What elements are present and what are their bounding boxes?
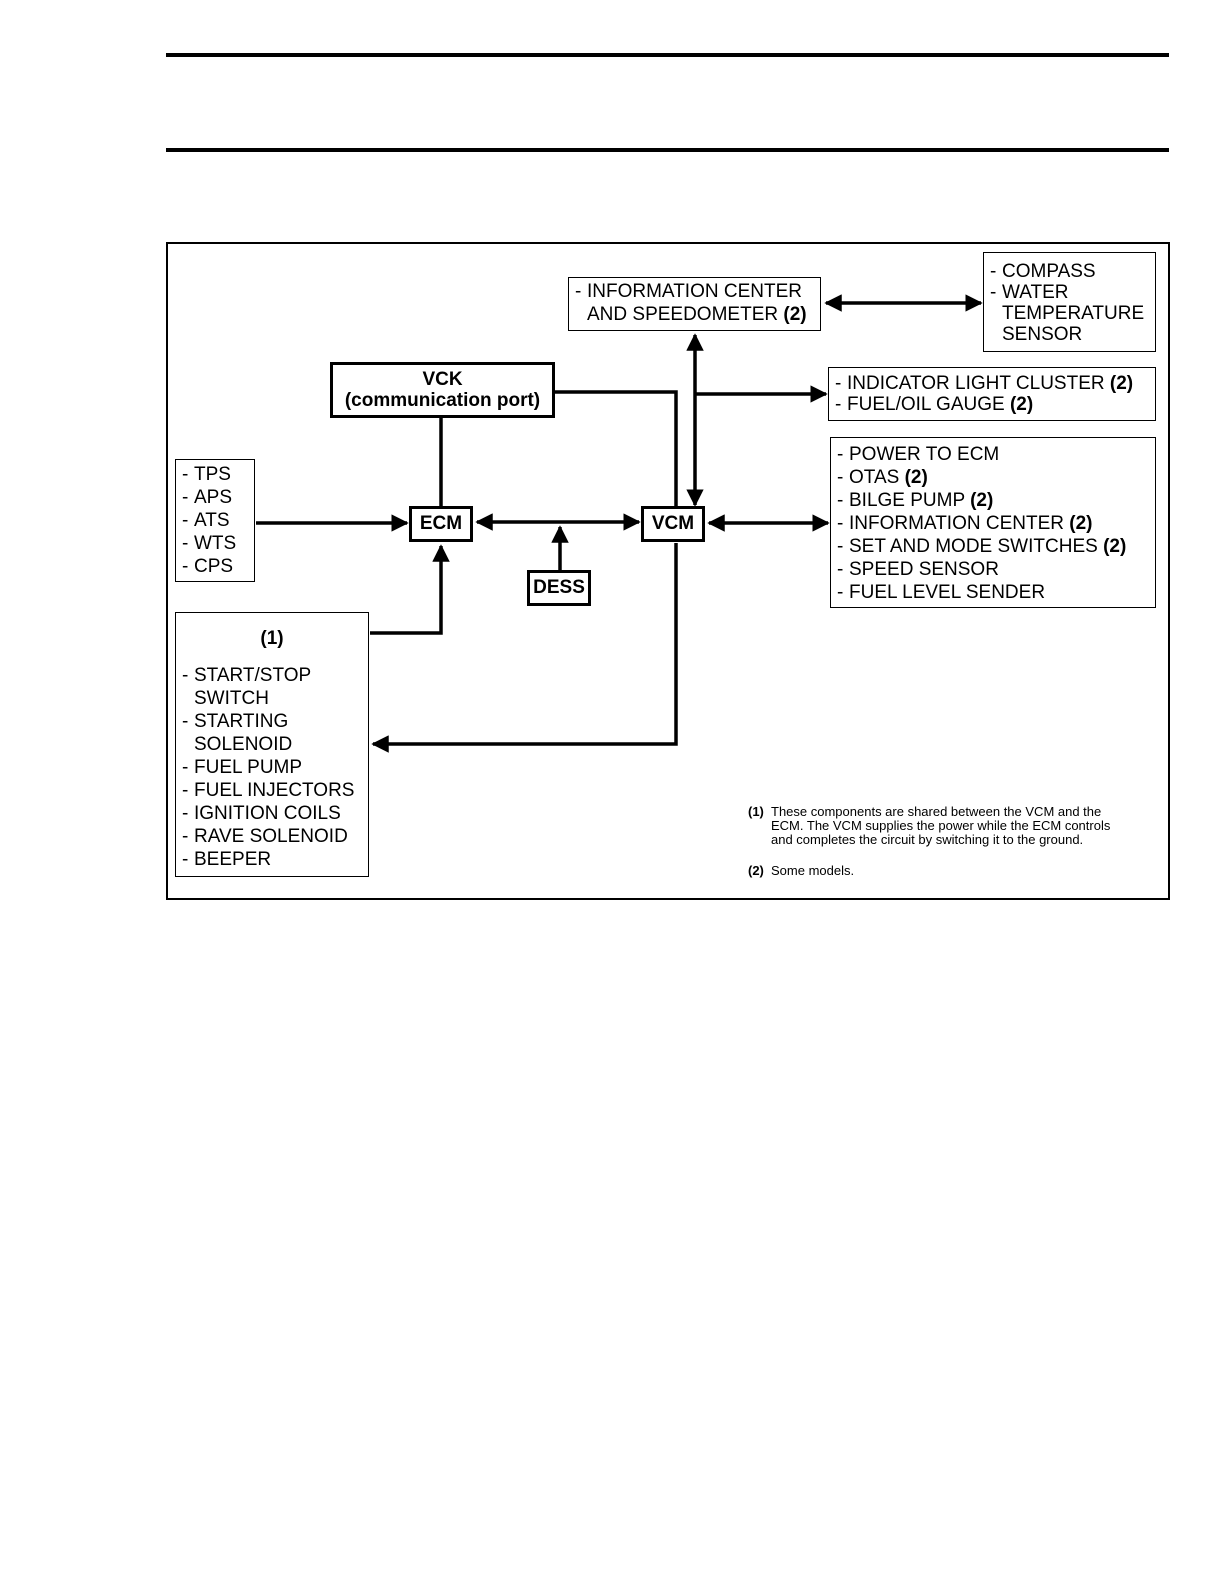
- water-label: WATER: [1002, 282, 1069, 303]
- shared-item: BEEPER: [194, 849, 272, 870]
- output-item: OTAS: [849, 467, 900, 488]
- note-ref: (2): [783, 304, 807, 325]
- vck-label: VCK: [422, 369, 463, 390]
- indicator-label: INDICATOR LIGHT CLUSTER: [847, 373, 1105, 394]
- shared-item: RAVE SOLENOID: [194, 826, 348, 847]
- shared-components-box: (1) -START/STOP SWITCH -STARTING SOLENOI…: [175, 612, 369, 877]
- sensor-item: WTS: [194, 533, 237, 554]
- note-ref: (2): [1009, 394, 1034, 415]
- info-center-box: -INFORMATION CENTER AND SPEEDOMETER (2): [568, 277, 821, 331]
- compass-box: -COMPASS -WATER TEMPERATURE SENSOR: [983, 252, 1156, 352]
- line-vck-vcm: [554, 390, 678, 507]
- ecm-label: ECM: [419, 513, 463, 534]
- note-ref: (2): [970, 490, 994, 511]
- arrow-vcm-shared: [371, 543, 678, 753]
- shared-item: FUEL INJECTORS: [194, 780, 355, 801]
- shared-item: STARTING: [194, 711, 289, 732]
- footnote-number: (2): [748, 863, 764, 878]
- vck-sublabel: (communication port): [344, 390, 541, 411]
- footnote-line: ECM. The VCM supplies the power while th…: [771, 818, 1111, 833]
- output-item: POWER TO ECM: [849, 444, 1000, 465]
- speedometer-label: AND SPEEDOMETER: [587, 304, 779, 325]
- top-rule: [166, 53, 1169, 57]
- shared-item-cont: SWITCH: [194, 688, 269, 709]
- shared-item: FUEL PUMP: [194, 757, 303, 778]
- arrow-shared-ecm: [370, 544, 450, 635]
- diagram-frame: [166, 242, 1170, 900]
- output-item: INFORMATION CENTER: [849, 513, 1064, 534]
- dess-label: DESS: [533, 577, 585, 598]
- dess-box: DESS: [527, 570, 591, 606]
- shared-item: IGNITION COILS: [194, 803, 341, 824]
- sensor-item: APS: [194, 487, 233, 508]
- sensor-item: CPS: [194, 556, 234, 577]
- output-item: BILGE PUMP: [849, 490, 965, 511]
- output-item: SPEED SENSOR: [849, 559, 999, 580]
- output-item: SET AND MODE SWITCHES: [849, 536, 1098, 557]
- note-ref: (2): [1109, 373, 1134, 394]
- sensors-box: -TPS -APS -ATS -WTS -CPS: [175, 459, 255, 582]
- note-ref: (2): [904, 467, 928, 488]
- shared-title: (1): [260, 628, 284, 649]
- shared-item-cont: SOLENOID: [194, 734, 293, 755]
- ecm-box: ECM: [409, 506, 473, 542]
- gauge-label: FUEL/OIL GAUGE: [847, 394, 1005, 415]
- footnote-line: Some models.: [771, 863, 855, 878]
- info-center-label: INFORMATION CENTER: [587, 281, 802, 302]
- footnote-line: and completes the circuit by switching i…: [771, 832, 1084, 847]
- note-ref: (2): [1069, 513, 1093, 534]
- output-item: FUEL LEVEL SENDER: [849, 582, 1046, 603]
- shared-item: START/STOP: [194, 665, 312, 686]
- footnote-1: (1) These components are shared between …: [748, 805, 1158, 850]
- sensor-item: ATS: [194, 510, 230, 531]
- header-rule: [166, 148, 1169, 152]
- sensor-label: SENSOR: [1002, 324, 1083, 345]
- vck-box: VCK (communication port): [330, 362, 555, 418]
- indicator-box: -INDICATOR LIGHT CLUSTER (2) -FUEL/OIL G…: [828, 367, 1156, 421]
- vcm-box: VCM: [641, 506, 705, 542]
- footnote-number: (1): [748, 804, 764, 819]
- temperature-label: TEMPERATURE: [1002, 303, 1145, 324]
- footnote-2: (2) Some models.: [748, 864, 1158, 880]
- sensor-item: TPS: [194, 464, 231, 485]
- vcm-label: VCM: [651, 513, 695, 534]
- compass-label: COMPASS: [1002, 261, 1096, 282]
- footnote-line: These components are shared between the …: [771, 804, 1102, 819]
- note-ref: (2): [1103, 536, 1127, 557]
- vcm-outputs-box: -POWER TO ECM -OTAS (2) -BILGE PUMP (2) …: [830, 437, 1156, 608]
